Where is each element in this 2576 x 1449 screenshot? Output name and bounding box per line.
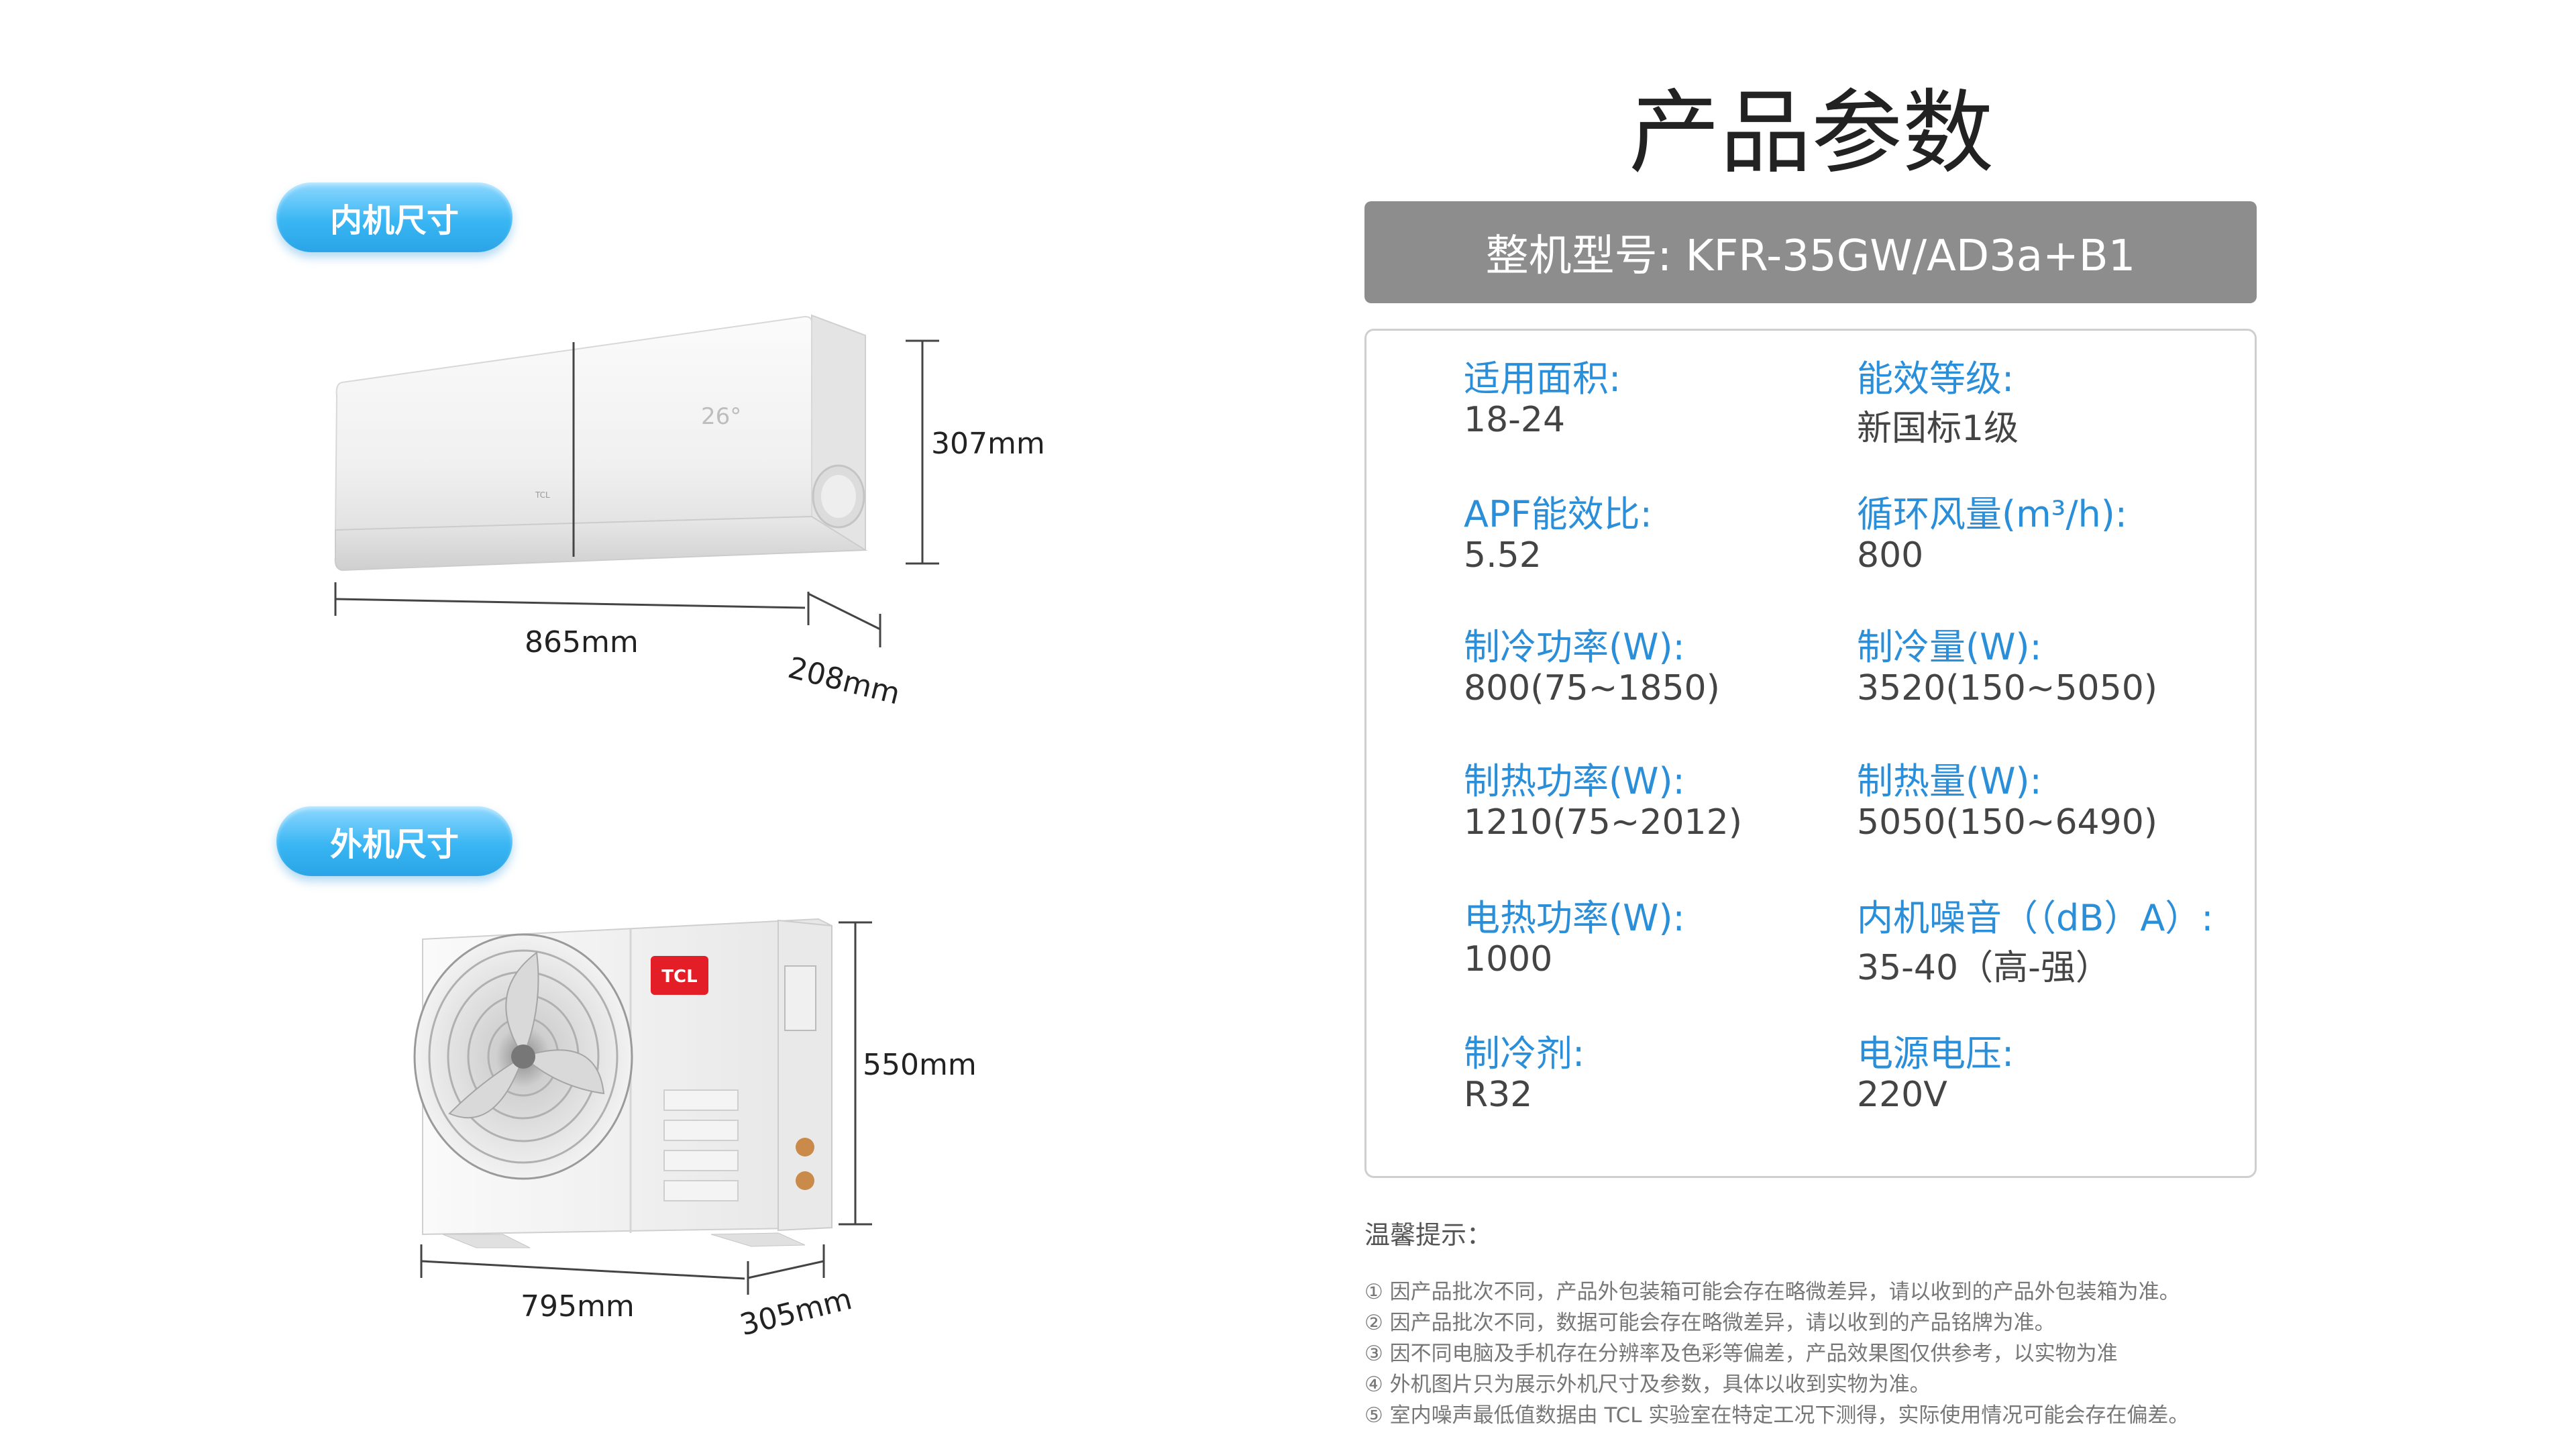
spec-label: 制冷功率(W): <box>1464 626 1685 668</box>
indoor-display-text: 26° <box>701 403 741 430</box>
spec-value: R32 <box>1464 1075 1533 1115</box>
indoor-dimension-lines <box>572 342 575 557</box>
indoor-measure-marks <box>334 339 939 647</box>
spec-label: 制冷剂: <box>1464 1032 1585 1075</box>
page-title: 产品参数 <box>1629 80 1994 186</box>
spec-value: 1210(75~2012) <box>1464 802 1742 843</box>
indoor-width-label: 865mm <box>525 625 639 659</box>
spec-label: 制热量(W): <box>1857 760 2042 802</box>
tip-line: ① 因产品批次不同，产品外包装箱可能会存在略微差异，请以收到的产品外包装箱为准。 <box>1364 1280 2180 1304</box>
spec-value: 1000 <box>1464 939 1553 979</box>
spec-label: 循环风量(m³/h): <box>1857 493 2127 535</box>
indoor-size-label: 内机尺寸 <box>329 202 459 239</box>
spec-value: 新国标1级 <box>1857 409 2019 449</box>
outdoor-size-pill: 外机尺寸 <box>276 806 513 876</box>
spec-label: 电热功率(W): <box>1464 897 1685 939</box>
spec-label: 适用面积: <box>1464 358 1621 400</box>
spec-label: 制热功率(W): <box>1464 760 1685 802</box>
spec-value: 220V <box>1857 1075 1947 1115</box>
spec-value: 5050(150~6490) <box>1857 802 2158 843</box>
outdoor-size-label: 外机尺寸 <box>329 826 459 863</box>
spec-value: 800(75~1850) <box>1464 668 1720 708</box>
spec-value: 18-24 <box>1464 400 1566 440</box>
outdoor-unit-illustration: TCL <box>413 918 833 1248</box>
indoor-height-label: 307mm <box>931 427 1045 461</box>
tips-title: 温馨提示： <box>1364 1220 1493 1250</box>
spec-value: 800 <box>1857 535 1924 576</box>
tip-line: ⑤ 室内噪声最低值数据由 TCL 实验室在特定工况下测得，实际使用情况可能会存在… <box>1364 1403 2190 1428</box>
tip-line: ② 因产品批次不同，数据可能会存在略微差异，请以收到的产品铭牌为准。 <box>1364 1311 2055 1335</box>
model-text: 整机型号: KFR-35GW/AD3a+B1 <box>1485 231 2136 281</box>
spec-label: 内机噪音（（dB）A）: <box>1857 897 2214 939</box>
model-bar: 整机型号: KFR-35GW/AD3a+B1 <box>1364 201 2257 303</box>
spec-label: 电源电压: <box>1857 1032 2015 1075</box>
spec-table <box>1364 329 2257 1178</box>
outdoor-width-label: 795mm <box>521 1289 635 1324</box>
spec-value: 35-40（高-强） <box>1857 948 2110 988</box>
spec-label: 能效等级: <box>1857 358 2015 400</box>
tip-line: ③ 因不同电脑及手机存在分辨率及色彩等偏差，产品效果图仅供参考，以实物为准 <box>1364 1342 2118 1366</box>
outdoor-logo: TCL <box>661 967 697 987</box>
spec-label: APF能效比: <box>1464 493 1652 535</box>
outdoor-measure-marks <box>420 921 872 1295</box>
spec-value: 3520(150~5050) <box>1857 668 2158 708</box>
indoor-size-pill: 内机尺寸 <box>276 182 513 252</box>
spec-value: 5.52 <box>1464 535 1542 576</box>
outdoor-height-label: 550mm <box>863 1048 977 1082</box>
spec-label: 制冷量(W): <box>1857 626 2042 668</box>
indoor-logo: TCL <box>535 490 550 500</box>
tip-line: ④ 外机图片只为展示外机尺寸及参数，具体以收到实物为准。 <box>1364 1373 1931 1397</box>
